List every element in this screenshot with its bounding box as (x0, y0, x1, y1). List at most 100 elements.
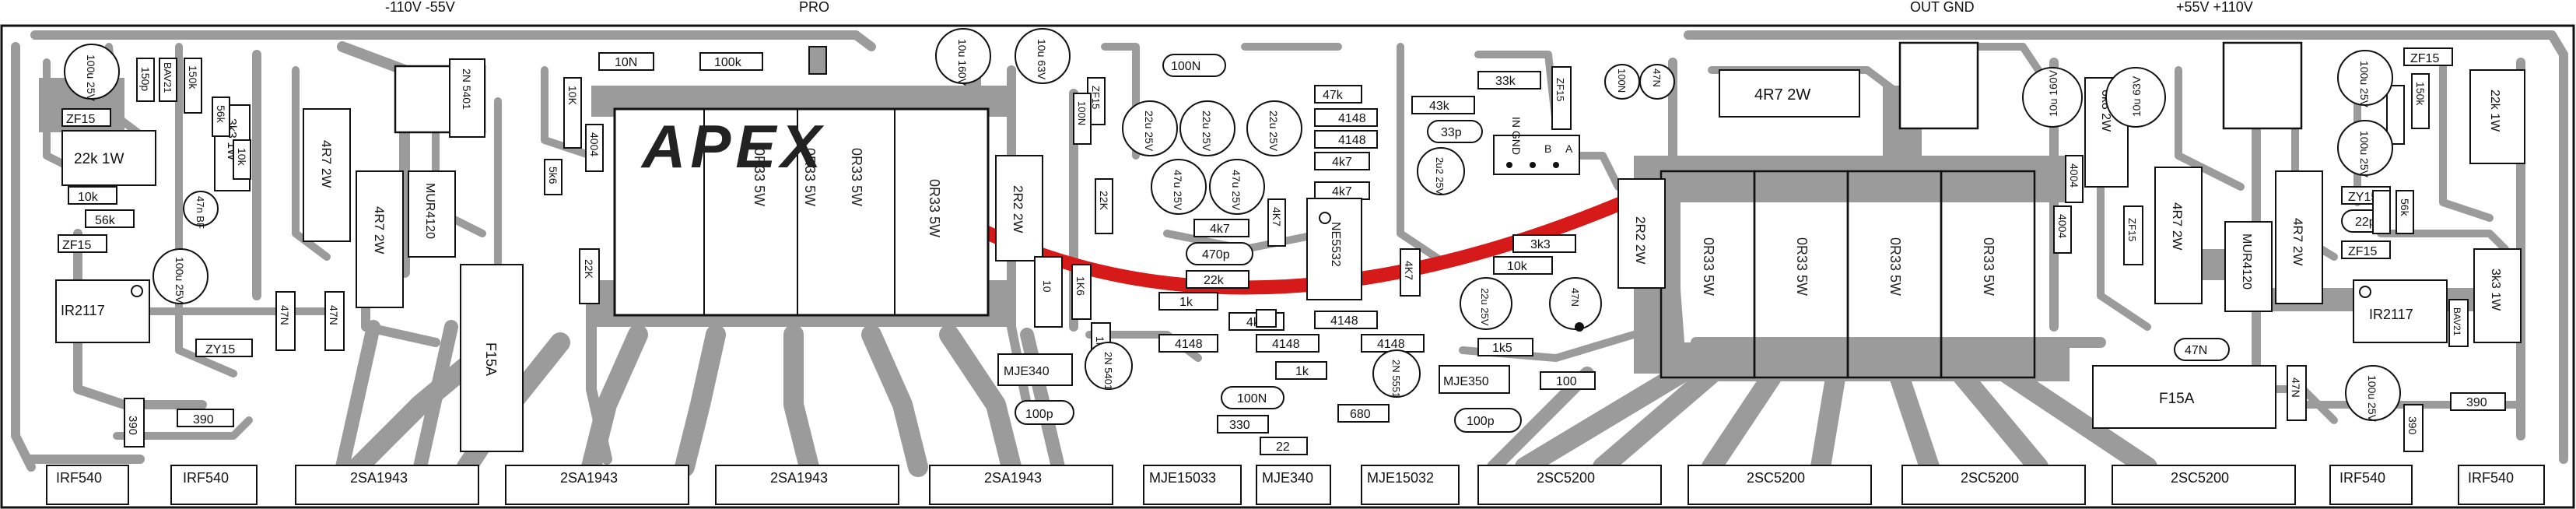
cap-label: 10u 160V (956, 39, 969, 86)
capacitors: 100u 25V 100u 25V 47n BF 10u 160V 10u 63… (64, 28, 2401, 423)
component-label: 22p (2355, 216, 2376, 229)
component-label: 4148 (1338, 134, 1366, 147)
component-label: 100N (1237, 392, 1267, 405)
big-resistor-label: 0R33 5W (1981, 237, 1996, 296)
transistor-label: IRF540 (2468, 470, 2514, 486)
component-label: 2N 5401 (461, 68, 473, 110)
component-label: 43k (1429, 100, 1450, 113)
component-label: 1K6 (1074, 276, 1087, 296)
component-label: 1k5 (1492, 342, 1512, 355)
component-label: 100 (1556, 375, 1577, 388)
transistor-label: 2SA1943 (560, 470, 618, 486)
component-label: 4R7 2W (1754, 86, 1810, 104)
big-resistor-label: 0R33 5W (1701, 237, 1716, 296)
cap-label: 10u 63V (2130, 75, 2143, 117)
component-label: ZY15 (205, 343, 235, 356)
cap-label: 100u 25V (2366, 375, 2378, 423)
component-label: 4K7 (1403, 261, 1415, 280)
cap-label: 10u 63V (1036, 39, 1048, 80)
component-label: 4k7 (1332, 156, 1352, 169)
component-label: 4R7 2W (319, 140, 334, 188)
component-label: A (1565, 142, 1573, 155)
cap-label: 2N 5401 (1102, 352, 1114, 390)
header-label-pro: PRO (799, 0, 829, 15)
transistor-label: MJE15033 (1149, 470, 1216, 486)
component-label: 5k6 (547, 167, 559, 184)
component-label: 470p (1202, 248, 1230, 262)
component-label: 4R7 2W (372, 206, 387, 254)
component-label: 390 (2466, 396, 2487, 409)
component-label: 1k (1295, 365, 1309, 378)
logo-apex: APEX (640, 112, 825, 181)
component-label: 1k (1179, 296, 1193, 309)
component-label: F15A (483, 342, 499, 376)
big-resistor-label: 0R33 5W (849, 148, 864, 206)
header-label-neg-rails: -110V -55V (385, 0, 455, 15)
transistor-label: 2SC5200 (1537, 470, 1595, 486)
cap-label: 100N (1076, 101, 1088, 125)
component-label: 4K7 (1270, 207, 1283, 226)
component-label: ZF15 (1090, 86, 1102, 109)
big-resistor-label: 0R33 5W (1887, 237, 1903, 296)
component-label: 22k 1W (74, 151, 124, 167)
cap-label: 47u 25V (1230, 170, 1242, 211)
component-label: 100p (1467, 415, 1495, 428)
component-label: 4004 (588, 132, 601, 156)
component-label: 4k7 (1210, 223, 1230, 236)
component-label: 22k (1204, 274, 1225, 287)
component-label: ZF15 (2348, 245, 2377, 258)
component-label: 22K (1098, 191, 1110, 211)
big-resistor-label: 0R33 5W (752, 148, 767, 206)
component-label: 4004 (2068, 163, 2080, 188)
component-label: ZF15 (66, 113, 95, 126)
component-label: NE5532 (1329, 222, 1342, 267)
big-resistor-label: 0R33 5W (927, 179, 942, 237)
emitter-resistors-right: 0R33 5W 0R33 5W 0R33 5W 0R33 5W (1660, 170, 2036, 379)
component-label: 390 (193, 413, 214, 427)
cap-label: 47N (1651, 68, 1663, 87)
component-label: MJE350 (1443, 375, 1489, 388)
component-label: 4k7 (1332, 185, 1352, 198)
cap-label: 100u 25V (173, 257, 186, 304)
component-label: IR2117 (61, 303, 105, 318)
transistor-label: 2SC5200 (1961, 470, 2019, 486)
cap-label: 22u 25V (1267, 111, 1280, 152)
component-label: 4R7 2W (2290, 218, 2305, 265)
cap-label: 100N (1616, 68, 1628, 93)
component-label: 47N (2185, 344, 2207, 357)
transistor-label: IRF540 (183, 470, 229, 486)
component-label: 4148 (1338, 112, 1366, 125)
cap-label: 47u 25V (1172, 170, 1184, 211)
transistor-label: MJE340 (1262, 470, 1313, 486)
component-label: ZF15 (2410, 52, 2439, 65)
component-label: ZF15 (2126, 218, 2138, 241)
header-label-pos-rails: +55V +110V (2176, 0, 2253, 15)
cap-label: 22u 25V (1479, 288, 1491, 326)
component-label: ZY15 (2348, 191, 2378, 204)
component-label: 10N (615, 56, 637, 69)
component-label: 3k3 1W (2489, 269, 2502, 311)
component-label: 33k (1495, 75, 1516, 88)
component-label: BAV21 (162, 62, 173, 93)
res-box-4r7-2w (1719, 69, 1860, 118)
transistor-label: 2SA1943 (770, 470, 828, 486)
component-label: 680 (1350, 408, 1371, 421)
component-label: 150k (2414, 82, 2427, 106)
transistor-label: MJE15032 (1367, 470, 1434, 486)
component-label: 10K (566, 86, 579, 106)
component-label: 150p (139, 67, 152, 91)
transistor-row: IRF540 IRF540 2SA1943 2SA1943 2SA1943 2S… (46, 465, 2545, 505)
cap-label: 2N 5551 (1390, 360, 1402, 398)
component-label: 10k (236, 148, 248, 167)
component-label: 100k (714, 56, 742, 69)
component-label: 4004 (2056, 214, 2069, 238)
component-label: 10 (1041, 280, 1053, 293)
cap-label: 100u 25V (2358, 61, 2371, 108)
component-label: 4148 (1175, 338, 1203, 351)
emitter-resistors-left: APEX 0R33 5W 0R33 5W 0R33 5W 0R33 5W (613, 107, 990, 317)
component-label: BAV21 (2452, 307, 2462, 336)
component-label: 4148 (1330, 314, 1358, 328)
component-label: 22 (1276, 441, 1290, 454)
cap-label: 10u 160V (2047, 69, 2059, 117)
transistor-label: 2SA1943 (984, 470, 1042, 486)
